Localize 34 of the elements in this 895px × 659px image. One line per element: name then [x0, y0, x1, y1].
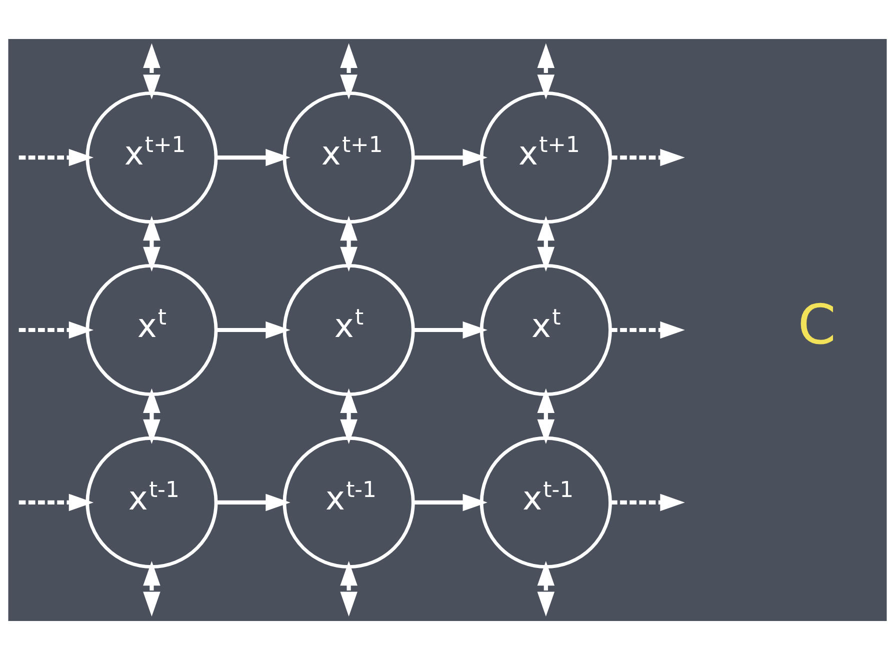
arrow [610, 148, 685, 166]
arrow [216, 493, 290, 511]
node-circle: x$^{t}$ [282, 263, 415, 396]
arrow [143, 42, 160, 99]
node-circle: x$^{t}$ [480, 263, 612, 396]
arrow [340, 560, 358, 616]
arrow [340, 215, 358, 272]
arrow [216, 148, 290, 166]
arrow [340, 388, 358, 444]
arrow [537, 560, 555, 616]
arrow [143, 215, 160, 272]
arrow [18, 320, 94, 338]
arrow [610, 493, 685, 511]
node-circle: x$^{t+1}$ [480, 91, 612, 224]
node-circle: x$^{t+1}$ [282, 91, 415, 224]
arrow [537, 388, 555, 444]
arrow [537, 42, 555, 99]
node-circle: x$^{t-1}$ [282, 436, 415, 568]
node-circle: x$^{t}$ [86, 263, 218, 396]
node-circle: x$^{t-1}$ [480, 436, 612, 568]
arrow [537, 215, 555, 272]
arrow [18, 148, 94, 166]
arrow [610, 320, 685, 338]
arrow [143, 560, 160, 616]
arrow [216, 320, 290, 338]
arrow [413, 148, 488, 166]
label: C [798, 292, 836, 356]
arrow [143, 388, 160, 444]
arrow [413, 320, 488, 338]
arrow [18, 493, 94, 511]
node-circle: x$^{t-1}$ [86, 436, 218, 568]
arrow [340, 42, 358, 99]
node-circle: x$^{t+1}$ [86, 91, 218, 224]
arrow [413, 493, 488, 511]
